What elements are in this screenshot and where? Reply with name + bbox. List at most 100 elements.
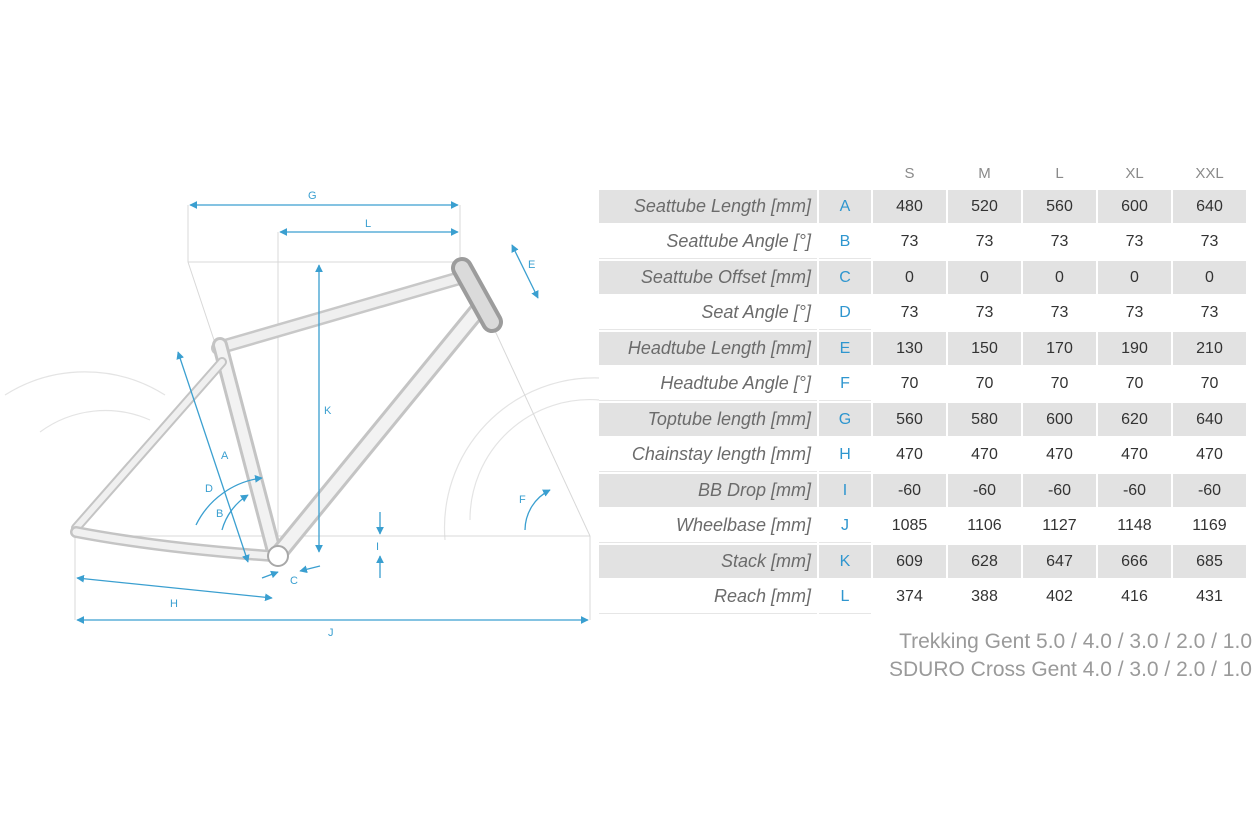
- value-cell: 609: [873, 545, 946, 578]
- dim-label-f: F: [519, 494, 526, 506]
- value-cell: -60: [948, 474, 1021, 507]
- value-cell: 0: [1098, 261, 1171, 294]
- value-cell: 470: [1173, 438, 1246, 472]
- value-cell: 620: [1098, 403, 1171, 436]
- value-cell: 647: [1023, 545, 1096, 578]
- table-row: Toptube length [mm] G 560 580 600 620 64…: [599, 403, 1246, 436]
- value-cell: 70: [948, 367, 1021, 401]
- row-label: Headtube Length [mm]: [599, 332, 817, 365]
- row-code: C: [819, 261, 871, 294]
- dim-label-l: L: [365, 218, 371, 230]
- model-list: Trekking Gent 5.0 / 4.0 / 3.0 / 2.0 / 1.…: [889, 628, 1252, 684]
- row-label: Seattube Offset [mm]: [599, 261, 817, 294]
- value-cell: 73: [1173, 225, 1246, 259]
- value-cell: 685: [1173, 545, 1246, 578]
- row-code: L: [819, 580, 871, 614]
- value-cell: 130: [873, 332, 946, 365]
- table-row: Wheelbase [mm] J 1085 1106 1127 1148 116…: [599, 509, 1246, 543]
- size-header-row: S M L XL XXL: [599, 158, 1246, 188]
- table-row: Seattube Length [mm] A 480 520 560 600 6…: [599, 190, 1246, 223]
- table-row: Headtube Length [mm] E 130 150 170 190 2…: [599, 332, 1246, 365]
- dim-label-h: H: [170, 598, 178, 610]
- header-blank: [819, 158, 871, 188]
- value-cell: 1085: [873, 509, 946, 543]
- value-cell: 73: [1173, 296, 1246, 330]
- row-code: E: [819, 332, 871, 365]
- value-cell: 666: [1098, 545, 1171, 578]
- value-cell: 73: [1023, 296, 1096, 330]
- value-cell: 628: [948, 545, 1021, 578]
- row-code: F: [819, 367, 871, 401]
- table-row: Seattube Offset [mm] C 0 0 0 0 0: [599, 261, 1246, 294]
- bike-frame: [70, 257, 503, 567]
- value-cell: 73: [1023, 225, 1096, 259]
- dim-label-g: G: [308, 190, 317, 202]
- geometry-table: S M L XL XXL Seattube Length [mm] A 480 …: [597, 156, 1248, 616]
- value-cell: 640: [1173, 403, 1246, 436]
- value-cell: 0: [948, 261, 1021, 294]
- dim-label-k: K: [324, 405, 332, 417]
- value-cell: -60: [873, 474, 946, 507]
- row-label: BB Drop [mm]: [599, 474, 817, 507]
- table-row: BB Drop [mm] I -60 -60 -60 -60 -60: [599, 474, 1246, 507]
- dim-label-b: B: [216, 508, 223, 520]
- header-blank: [599, 158, 817, 188]
- value-cell: 416: [1098, 580, 1171, 614]
- dim-label-d: D: [205, 483, 213, 495]
- row-label: Toptube length [mm]: [599, 403, 817, 436]
- value-cell: 70: [1173, 367, 1246, 401]
- value-cell: 0: [1023, 261, 1096, 294]
- row-code: I: [819, 474, 871, 507]
- size-header-l: L: [1055, 164, 1064, 182]
- row-label: Wheelbase [mm]: [599, 509, 817, 543]
- row-label: Stack [mm]: [599, 545, 817, 578]
- dimension-lines: [76, 201, 589, 624]
- value-cell: 470: [1023, 438, 1096, 472]
- row-label: Headtube Angle [°]: [599, 367, 817, 401]
- dim-label-j: J: [328, 627, 334, 639]
- value-cell: 73: [948, 296, 1021, 330]
- row-code: G: [819, 403, 871, 436]
- value-cell: 580: [948, 403, 1021, 436]
- size-header-m: M: [978, 164, 991, 182]
- value-cell: 73: [873, 225, 946, 259]
- guide-lines: [74, 205, 591, 620]
- table-row: Headtube Angle [°] F 70 70 70 70 70: [599, 367, 1246, 401]
- value-cell: 73: [1098, 225, 1171, 259]
- row-label: Seattube Angle [°]: [599, 225, 817, 259]
- value-cell: 560: [873, 403, 946, 436]
- value-cell: 470: [948, 438, 1021, 472]
- value-cell: 73: [948, 225, 1021, 259]
- value-cell: 560: [1023, 190, 1096, 223]
- row-code: H: [819, 438, 871, 472]
- value-cell: 1169: [1173, 509, 1246, 543]
- value-cell: 0: [873, 261, 946, 294]
- row-code: K: [819, 545, 871, 578]
- value-cell: 70: [1023, 367, 1096, 401]
- value-cell: 150: [948, 332, 1021, 365]
- value-cell: 70: [873, 367, 946, 401]
- value-cell: 470: [873, 438, 946, 472]
- dimension-labels: G L E K A D B F I C H J: [170, 190, 535, 639]
- value-cell: 1148: [1098, 509, 1171, 543]
- value-cell: -60: [1173, 474, 1246, 507]
- wheel-arcs: [4, 371, 600, 541]
- value-cell: 600: [1098, 190, 1171, 223]
- value-cell: 431: [1173, 580, 1246, 614]
- value-cell: 0: [1173, 261, 1246, 294]
- value-cell: 70: [1098, 367, 1171, 401]
- value-cell: 480: [873, 190, 946, 223]
- dim-label-e: E: [528, 259, 535, 271]
- table-row: Seattube Angle [°] B 73 73 73 73 73: [599, 225, 1246, 259]
- value-cell: 170: [1023, 332, 1096, 365]
- row-code: D: [819, 296, 871, 330]
- value-cell: -60: [1023, 474, 1096, 507]
- dim-label-a: A: [221, 450, 229, 462]
- value-cell: 402: [1023, 580, 1096, 614]
- value-cell: 190: [1098, 332, 1171, 365]
- dim-label-c: C: [290, 575, 298, 587]
- row-label: Seat Angle [°]: [599, 296, 817, 330]
- row-code: J: [819, 509, 871, 543]
- value-cell: 1127: [1023, 509, 1096, 543]
- value-cell: 520: [948, 190, 1021, 223]
